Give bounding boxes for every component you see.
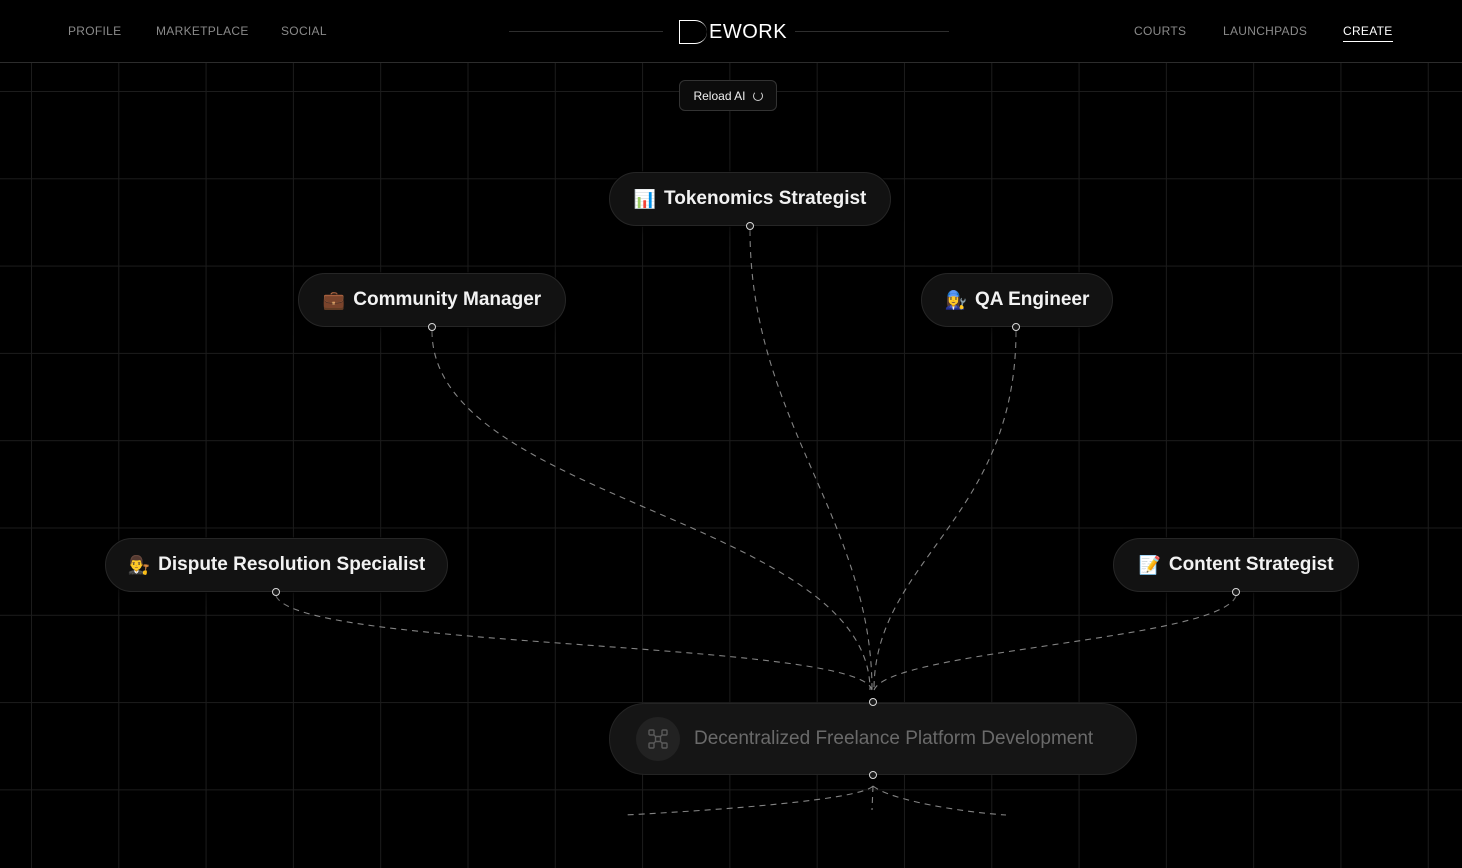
nav-launchpads[interactable]: LAUNCHPADS: [1223, 24, 1308, 38]
role-node-label: Dispute Resolution Specialist: [158, 554, 426, 575]
project-title: Decentralized Freelance Platform Develop…: [694, 728, 1094, 749]
qa-source-handle[interactable]: [1012, 323, 1020, 331]
reload-ai-button[interactable]: Reload AI: [679, 80, 777, 111]
content-source-handle[interactable]: [1232, 588, 1240, 596]
dispute-source-handle[interactable]: [272, 588, 280, 596]
role-node-community-manager[interactable]: 💼 Community Manager: [298, 273, 566, 327]
nav-social[interactable]: SOCIAL: [281, 24, 327, 38]
judge-icon: 👨‍⚖️: [127, 554, 151, 575]
dework-logo[interactable]: EWORK: [679, 18, 787, 44]
network-icon: [636, 717, 680, 761]
tokenomics-source-handle[interactable]: [746, 222, 754, 230]
nav-courts[interactable]: COURTS: [1134, 24, 1187, 38]
root-target-handle[interactable]: [869, 698, 877, 706]
nav-marketplace[interactable]: MARKETPLACE: [156, 24, 249, 38]
briefcase-icon: 💼: [322, 289, 346, 310]
bar-chart-icon: 📊: [633, 188, 657, 209]
root-source-handle[interactable]: [869, 771, 877, 779]
mechanic-icon: 👩‍🔧: [944, 289, 968, 310]
logo-d-mark: [679, 20, 707, 44]
role-node-label: Content Strategist: [1168, 554, 1334, 575]
role-node-label: QA Engineer: [975, 289, 1090, 310]
memo-icon: 📝: [1138, 554, 1161, 575]
logo-wordmark: EWORK: [709, 21, 788, 43]
network-icon-glyph: [648, 729, 668, 749]
role-node-label: Community Manager: [353, 289, 542, 310]
nav-profile[interactable]: PROFILE: [68, 24, 122, 38]
role-node-content-strategist[interactable]: 📝 Content Strategist: [1113, 538, 1359, 592]
logo-divider-left: [509, 31, 663, 32]
role-node-label: Tokenomics Strategist: [664, 188, 867, 209]
project-root-node[interactable]: Decentralized Freelance Platform Develop…: [609, 703, 1137, 775]
role-node-qa-engineer[interactable]: 👩‍🔧 QA Engineer: [921, 273, 1113, 327]
loading-spinner-icon: [752, 90, 763, 101]
nav-create[interactable]: CREATE: [1343, 24, 1393, 42]
community-source-handle[interactable]: [428, 323, 436, 331]
reload-ai-label: Reload AI: [693, 88, 746, 103]
role-node-tokenomics-strategist[interactable]: 📊 Tokenomics Strategist: [609, 172, 891, 226]
role-node-dispute-resolution-specialist[interactable]: 👨‍⚖️ Dispute Resolution Specialist: [105, 538, 448, 592]
top-navigation-bar: PROFILE MARKETPLACE SOCIAL EWORK COURTS …: [0, 0, 1462, 63]
logo-divider-right: [795, 31, 949, 32]
